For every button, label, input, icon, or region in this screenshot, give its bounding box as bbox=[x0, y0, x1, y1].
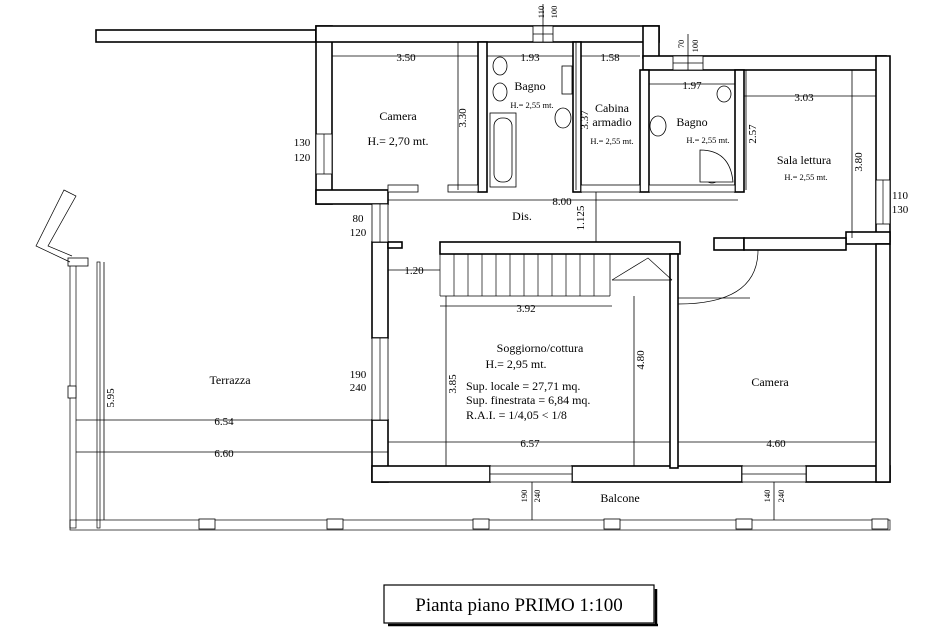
win-bal2-a: 140 bbox=[762, 490, 772, 503]
dim-480: 4.80 bbox=[635, 350, 647, 370]
dim-660: 6.60 bbox=[214, 448, 234, 460]
camera-se-label: Camera bbox=[751, 375, 789, 389]
dim-120: 1.20 bbox=[404, 265, 424, 277]
sala-lettura-height: H.= 2,55 mt. bbox=[784, 172, 827, 182]
dis-label: Dis. bbox=[512, 209, 532, 223]
bagno-1-label: Bagno bbox=[514, 79, 545, 93]
room-labels: Camera H.= 2,70 mt. Bagno H.= 2,55 mt. C… bbox=[209, 79, 831, 505]
soggiorno-label: Soggiorno/cottura bbox=[497, 341, 584, 355]
win-left-b: 120 bbox=[294, 152, 311, 164]
soggiorno-sup-locale: Sup. locale = 27,71 mq. bbox=[466, 379, 580, 393]
dim-460: 4.60 bbox=[766, 438, 786, 450]
dim-800: 8.00 bbox=[552, 196, 572, 208]
win-top-b: 100 bbox=[549, 6, 559, 19]
win-terr-b: 240 bbox=[350, 382, 367, 394]
win-top2-b: 100 bbox=[690, 40, 700, 53]
stairs bbox=[439, 254, 673, 297]
dim-257: 2.57 bbox=[747, 124, 759, 144]
window-size-labels: 110 100 70 100 130 120 110 130 80 120 19… bbox=[294, 6, 909, 503]
bagno-2-height: H.= 2,55 mt. bbox=[686, 135, 729, 145]
dim-337: 3.37 bbox=[579, 110, 591, 130]
dim-303: 3.03 bbox=[794, 92, 814, 104]
soggiorno-height: H.= 2,95 mt. bbox=[485, 357, 546, 371]
balcone-label: Balcone bbox=[600, 491, 639, 505]
dim-158: 1.58 bbox=[600, 52, 620, 64]
bagno-1-height: H.= 2,55 mt. bbox=[510, 100, 553, 110]
title-box: Pianta piano PRIMO 1:100 bbox=[383, 584, 658, 627]
win-bal1-b: 240 bbox=[532, 490, 542, 503]
dim-380: 3.80 bbox=[853, 152, 865, 172]
dim-654: 6.54 bbox=[214, 416, 234, 428]
soggiorno-sup-finestrata: Sup. finestrata = 6,84 mq. bbox=[466, 393, 590, 407]
dim-193: 1.93 bbox=[520, 52, 540, 64]
dim-330: 3.30 bbox=[457, 108, 469, 128]
cabina-label-1: Cabina bbox=[595, 101, 630, 115]
win-right-a: 110 bbox=[892, 190, 909, 202]
camera-nw-label: Camera bbox=[379, 109, 417, 123]
dim-595: 5.95 bbox=[105, 388, 117, 408]
win-bal1-a: 190 bbox=[519, 490, 529, 503]
win-right-b: 130 bbox=[892, 204, 909, 216]
dim-350: 3.50 bbox=[396, 52, 416, 64]
win-terr-a: 190 bbox=[350, 369, 367, 381]
fixtures bbox=[439, 56, 759, 305]
bagno-2-label: Bagno bbox=[676, 115, 707, 129]
sala-lettura-label: Sala lettura bbox=[777, 153, 832, 167]
win-top-a: 110 bbox=[536, 6, 546, 18]
win-mid-a: 80 bbox=[353, 213, 365, 225]
win-top2-a: 70 bbox=[676, 40, 686, 49]
dimension-labels: 3.50 1.93 1.58 1.97 3.03 3.30 3.37 2.57 … bbox=[105, 52, 865, 460]
camera-nw-height: H.= 2,70 mt. bbox=[367, 134, 428, 148]
win-left-a: 130 bbox=[294, 137, 311, 149]
dim-392: 3.92 bbox=[516, 303, 535, 315]
cabina-label-2: armadio bbox=[592, 115, 631, 129]
terrazza-label: Terrazza bbox=[209, 373, 251, 387]
walls bbox=[35, 25, 891, 531]
dim-197: 1.97 bbox=[682, 80, 702, 92]
cabina-height: H.= 2,55 mt. bbox=[590, 136, 633, 146]
win-bal2-b: 240 bbox=[776, 490, 786, 503]
dim-1125: 1.125 bbox=[575, 205, 587, 230]
soggiorno-rai: R.A.I. = 1/4,05 < 1/8 bbox=[466, 408, 567, 422]
plan-title: Pianta piano PRIMO 1:100 bbox=[415, 595, 622, 616]
win-mid-b: 120 bbox=[350, 227, 367, 239]
dim-385: 3.85 bbox=[447, 374, 459, 394]
dimension-lines bbox=[76, 4, 876, 520]
dim-657: 6.57 bbox=[520, 438, 540, 450]
